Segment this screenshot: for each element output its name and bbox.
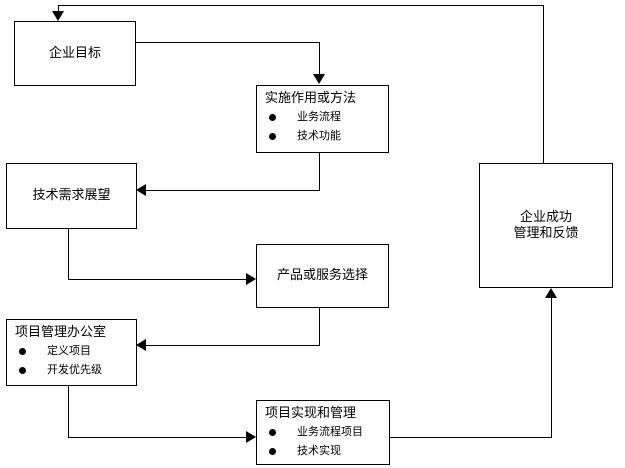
node-enterprise-goals-title: 企业目标	[48, 45, 101, 61]
bullet-dot-icon	[269, 113, 276, 121]
arrowhead-into-enterprise-success	[545, 288, 557, 298]
list-item: 业务流程项目	[265, 422, 389, 441]
edge-implementation-to-outlook-horizontal	[146, 190, 320, 191]
bullet-label: 技术实现	[297, 444, 341, 457]
node-implementation-bullets: 业务流程 技术功能	[257, 107, 388, 145]
edge-outlook-to-product-vertical	[68, 228, 69, 280]
arrowhead-into-project-implementation	[246, 431, 256, 443]
bullet-dot-icon	[19, 366, 26, 374]
edge-success-to-goals-vertical-left	[58, 5, 59, 15]
edge-project-implementation-to-success-horizontal	[390, 437, 552, 438]
list-item: 开发优先级	[15, 360, 136, 379]
arrowhead-into-product-or-service	[246, 273, 256, 285]
arrowhead-into-implementation	[313, 74, 325, 84]
edge-pmo-to-implementation-horizontal	[68, 437, 246, 438]
arrowhead-into-project-management-office	[136, 339, 146, 351]
node-enterprise-goals[interactable]: 企业目标	[14, 21, 136, 86]
node-project-implementation-title: 项目实现和管理	[265, 406, 357, 421]
edge-success-to-goals-horizontal-top	[58, 5, 544, 6]
node-implementation-role-or-method[interactable]: 实施作用或方法 业务流程 技术功能	[256, 85, 389, 153]
node-project-implementation-bullets: 业务流程项目 技术实现	[257, 422, 389, 460]
bullet-dot-icon	[269, 132, 276, 140]
edge-success-to-goals-vertical-right	[543, 5, 544, 164]
edge-goals-to-implementation-vertical	[319, 42, 320, 76]
node-technology-demand-outlook-title: 技术需求展望	[32, 188, 111, 203]
arrowhead-into-enterprise-goals	[52, 11, 64, 21]
bullet-label: 业务流程	[297, 110, 341, 123]
node-implementation-title: 实施作用或方法	[265, 91, 357, 106]
node-pmo-bullets: 定义项目 开发优先级	[7, 341, 136, 379]
edge-project-implementation-to-success-vertical	[551, 297, 552, 438]
edge-outlook-to-product-horizontal	[68, 279, 246, 280]
list-item: 技术实现	[265, 441, 389, 460]
node-product-or-service-selection[interactable]: 产品或服务选择	[256, 244, 389, 308]
edge-pmo-to-implementation-vertical	[68, 385, 69, 438]
node-enterprise-success-title-line1: 企业成功	[519, 209, 572, 225]
list-item: 定义项目	[15, 341, 136, 360]
bullet-label: 技术功能	[297, 129, 341, 142]
node-project-implementation-and-management[interactable]: 项目实现和管理 业务流程项目 技术实现	[256, 400, 390, 465]
edge-product-to-pmo-vertical	[319, 307, 320, 346]
node-technology-demand-outlook[interactable]: 技术需求展望	[6, 163, 137, 229]
list-item: 业务流程	[265, 107, 388, 126]
node-project-management-office-title: 项目管理办公室	[15, 325, 107, 340]
bullet-dot-icon	[269, 447, 276, 455]
edge-implementation-to-outlook-vertical	[319, 152, 320, 191]
node-enterprise-success[interactable]: 企业成功 管理和反馈	[479, 163, 613, 288]
node-project-management-office[interactable]: 项目管理办公室 定义项目 开发优先级	[6, 319, 137, 386]
node-product-or-service-selection-title: 产品或服务选择	[276, 268, 368, 283]
node-enterprise-success-title-line2: 管理和反馈	[513, 225, 579, 241]
edge-goals-to-implementation-horizontal	[136, 42, 320, 43]
bullet-dot-icon	[19, 347, 26, 355]
list-item: 技术功能	[265, 126, 388, 145]
bullet-label: 定义项目	[47, 344, 91, 357]
bullet-dot-icon	[269, 428, 276, 436]
edge-product-to-pmo-horizontal	[146, 345, 320, 346]
bullet-label: 业务流程项目	[297, 425, 363, 438]
arrowhead-into-technology-demand-outlook	[136, 184, 146, 196]
bullet-label: 开发优先级	[47, 363, 102, 376]
